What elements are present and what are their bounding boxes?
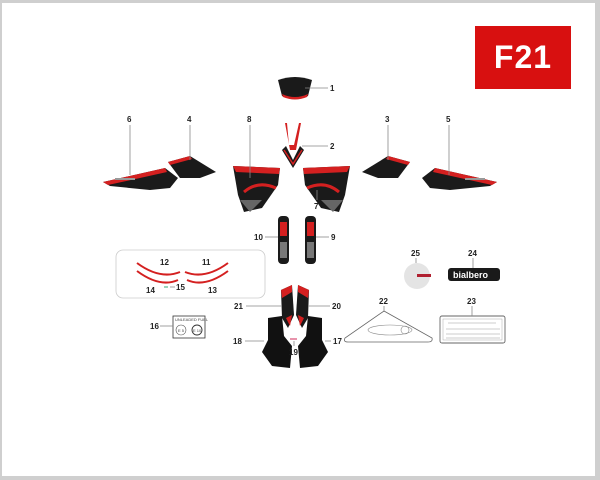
part-3-right-rear-panel-decal[interactable] [362, 156, 410, 178]
part-number-label: 8 [247, 115, 252, 124]
figure-code-badge: F21 [475, 26, 571, 89]
part-23-tyre-pressure-label[interactable] [439, 315, 506, 344]
part-6-left-side-panel-decal[interactable] [103, 168, 178, 190]
part-number-label: 9 [331, 233, 336, 242]
part-14-rim-stripe[interactable] [136, 270, 179, 284]
part-number-label: 17 [333, 337, 342, 346]
part-13-rim-stripe[interactable] [186, 270, 229, 284]
part-20-right-tab-decal[interactable] [296, 285, 309, 328]
part-16-fuel-label[interactable]: UNLEADED FUEL E 5 E 10 [172, 315, 209, 339]
part-5-right-side-panel-decal[interactable] [422, 168, 497, 190]
part-21-left-tab-decal[interactable] [281, 285, 294, 328]
part-10-left-fork-guard-decal[interactable] [278, 216, 289, 264]
part-number-label: 14 [146, 286, 155, 295]
rim-stripes-group [115, 249, 266, 299]
part-number-label: 3 [385, 115, 390, 124]
part-number-label: 22 [379, 297, 388, 306]
part-2-tail-decal[interactable] [282, 123, 304, 168]
part-17-right-tank-decal[interactable] [298, 316, 328, 368]
part-4-left-rear-panel-decal[interactable] [168, 156, 216, 178]
fuel-e5: E 5 [178, 328, 185, 333]
part-number-label: 2 [330, 142, 335, 151]
part-number-label: 6 [127, 115, 132, 124]
part-number-label: 12 [160, 258, 169, 267]
part-8-left-shroud-decal[interactable] [233, 166, 280, 212]
part-number-label: 24 [468, 249, 477, 258]
part-number-label: 20 [332, 302, 341, 311]
part-24-brand-decal[interactable]: bialbero [448, 268, 500, 281]
part-number-label: 1 [330, 84, 335, 93]
part-7-right-shroud-decal[interactable] [303, 166, 350, 212]
part-number-label: 5 [446, 115, 451, 124]
part-number-label: 18 [233, 337, 242, 346]
part-9-right-fork-guard-decal[interactable] [305, 216, 316, 264]
fuel-label-title: UNLEADED FUEL [175, 317, 209, 322]
fuel-e10: E 10 [193, 328, 202, 333]
part-number-label: 13 [208, 286, 217, 295]
part-number-label: 25 [411, 249, 420, 258]
part-number-label: 19 [289, 348, 298, 357]
part-number-label: 7 [314, 202, 319, 211]
part-number-label: 4 [187, 115, 192, 124]
part-1-front-fairing-decal[interactable] [278, 77, 312, 100]
part-number-label: 21 [234, 302, 243, 311]
part-number-label: 10 [254, 233, 263, 242]
part-number-label: 23 [467, 297, 476, 306]
part-11-rim-stripe[interactable] [184, 262, 229, 276]
part-number-label: 15 [176, 283, 185, 292]
part-12-rim-stripe[interactable] [136, 262, 181, 276]
brand-text: bialbero [453, 270, 489, 280]
part-number-label: 11 [202, 258, 211, 267]
part-22-chain-adjustment-label[interactable] [344, 310, 433, 343]
part-number-label: 16 [150, 322, 159, 331]
part-18-left-tank-decal[interactable] [262, 316, 292, 368]
part-25-round-emblem[interactable] [404, 263, 431, 289]
